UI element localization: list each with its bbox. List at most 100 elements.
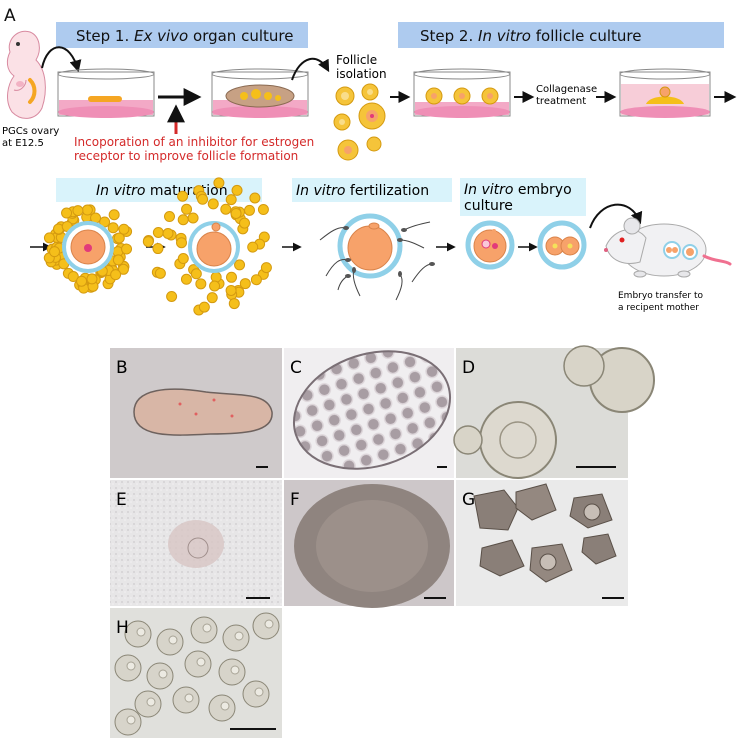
collagenase-line1: Collagenase [536,84,597,95]
micrograph-f: F [284,480,454,608]
cumulus-oocyte-complex-expanded [142,177,272,316]
cell [99,216,111,228]
cell [225,284,237,296]
cell [112,254,124,266]
micrograph-label: E [116,490,127,510]
follicle-isolation-line1: Follicle [336,53,377,67]
cell [231,184,243,196]
cell [264,619,274,629]
micrograph-h: H [110,608,282,738]
cell [180,273,192,285]
cell [126,661,136,671]
cell [118,223,130,235]
ivf-label: In vitro fertilization [296,183,429,199]
micrograph-label: F [290,490,300,510]
cell [260,262,272,274]
recipient-mouse [604,217,732,278]
cell [61,207,73,219]
cell [211,222,221,232]
micrograph-label: H [116,618,129,638]
cumulus-oocyte-complex-compact [43,204,133,294]
cell [84,244,92,252]
cell [76,275,88,287]
cell [162,227,174,239]
cell [117,263,129,275]
cell [121,243,133,255]
two-cell-embryo [537,220,587,270]
cell [230,665,240,675]
zygote [465,220,515,270]
cell [254,687,264,697]
cell [67,271,79,283]
cell [142,236,154,248]
cell [49,246,61,258]
cell [234,259,246,271]
cell [168,635,178,645]
cell [228,298,240,310]
cell [126,715,136,725]
cell [220,701,230,711]
fertilization-illustration [319,213,435,301]
follicle-isolation-line2: isolation [336,67,387,81]
isolated-follicles [333,83,386,161]
cell [184,693,194,703]
cell [225,194,237,206]
cell [152,226,164,238]
cell [136,627,146,637]
ivf-label-box: In vitro fertilization [292,178,452,202]
pgcs-label-line1: PGCs ovary [2,126,59,137]
cell [207,198,219,210]
cell [239,217,251,229]
cell [230,207,242,219]
cell [176,237,188,249]
ivc-label-line2: culture [464,198,513,214]
micrograph-label: B [116,358,128,378]
cell [213,177,225,189]
cell [190,268,202,280]
cell [243,204,255,216]
micrograph-label: G [462,490,475,510]
cell [108,209,120,221]
transfer-arrow [41,46,82,73]
cell [226,271,238,283]
micrograph-b: B [110,348,282,478]
inhibitor-text-line2: receptor to improve follicle formation [74,149,298,163]
cell [158,669,168,679]
micrograph-e: E [110,480,282,606]
embryo-transfer-line1: Embryo transfer to [618,291,703,301]
micrograph-c: C [284,348,454,478]
cell [198,301,210,313]
cell [247,241,259,253]
cell [146,697,156,707]
cell [154,267,166,279]
step2-box: Step 2. In vitro follicle culture [398,22,724,48]
step1-box: Step 1. Ex vivo organ culture [56,22,308,48]
micrograph-d: D [453,345,655,479]
cell [257,204,269,216]
embryo-illustration [6,30,46,119]
cell [249,192,261,204]
ivc-label-box: In vitro embryo culture [460,178,586,216]
pgcs-label-line2: at E12.5 [2,138,44,149]
embryo-transfer-arrow [589,203,643,229]
micrograph-label: D [462,358,475,378]
collagenase-line2: treatment [536,96,586,107]
cell [110,269,122,281]
embryo-transfer-line2: a recipent mother [618,303,699,313]
cell [181,203,193,215]
cell [43,232,55,244]
culture-dish-1 [57,68,155,118]
cell [209,280,221,292]
cell [234,631,244,641]
cell [220,203,232,215]
cell [196,657,206,667]
cell [250,274,262,286]
micrograph-g: G [456,480,628,606]
cell [177,253,189,265]
cell [177,214,189,226]
cell [163,211,175,223]
cell [197,193,209,205]
cell [177,190,189,202]
cell [152,243,164,255]
